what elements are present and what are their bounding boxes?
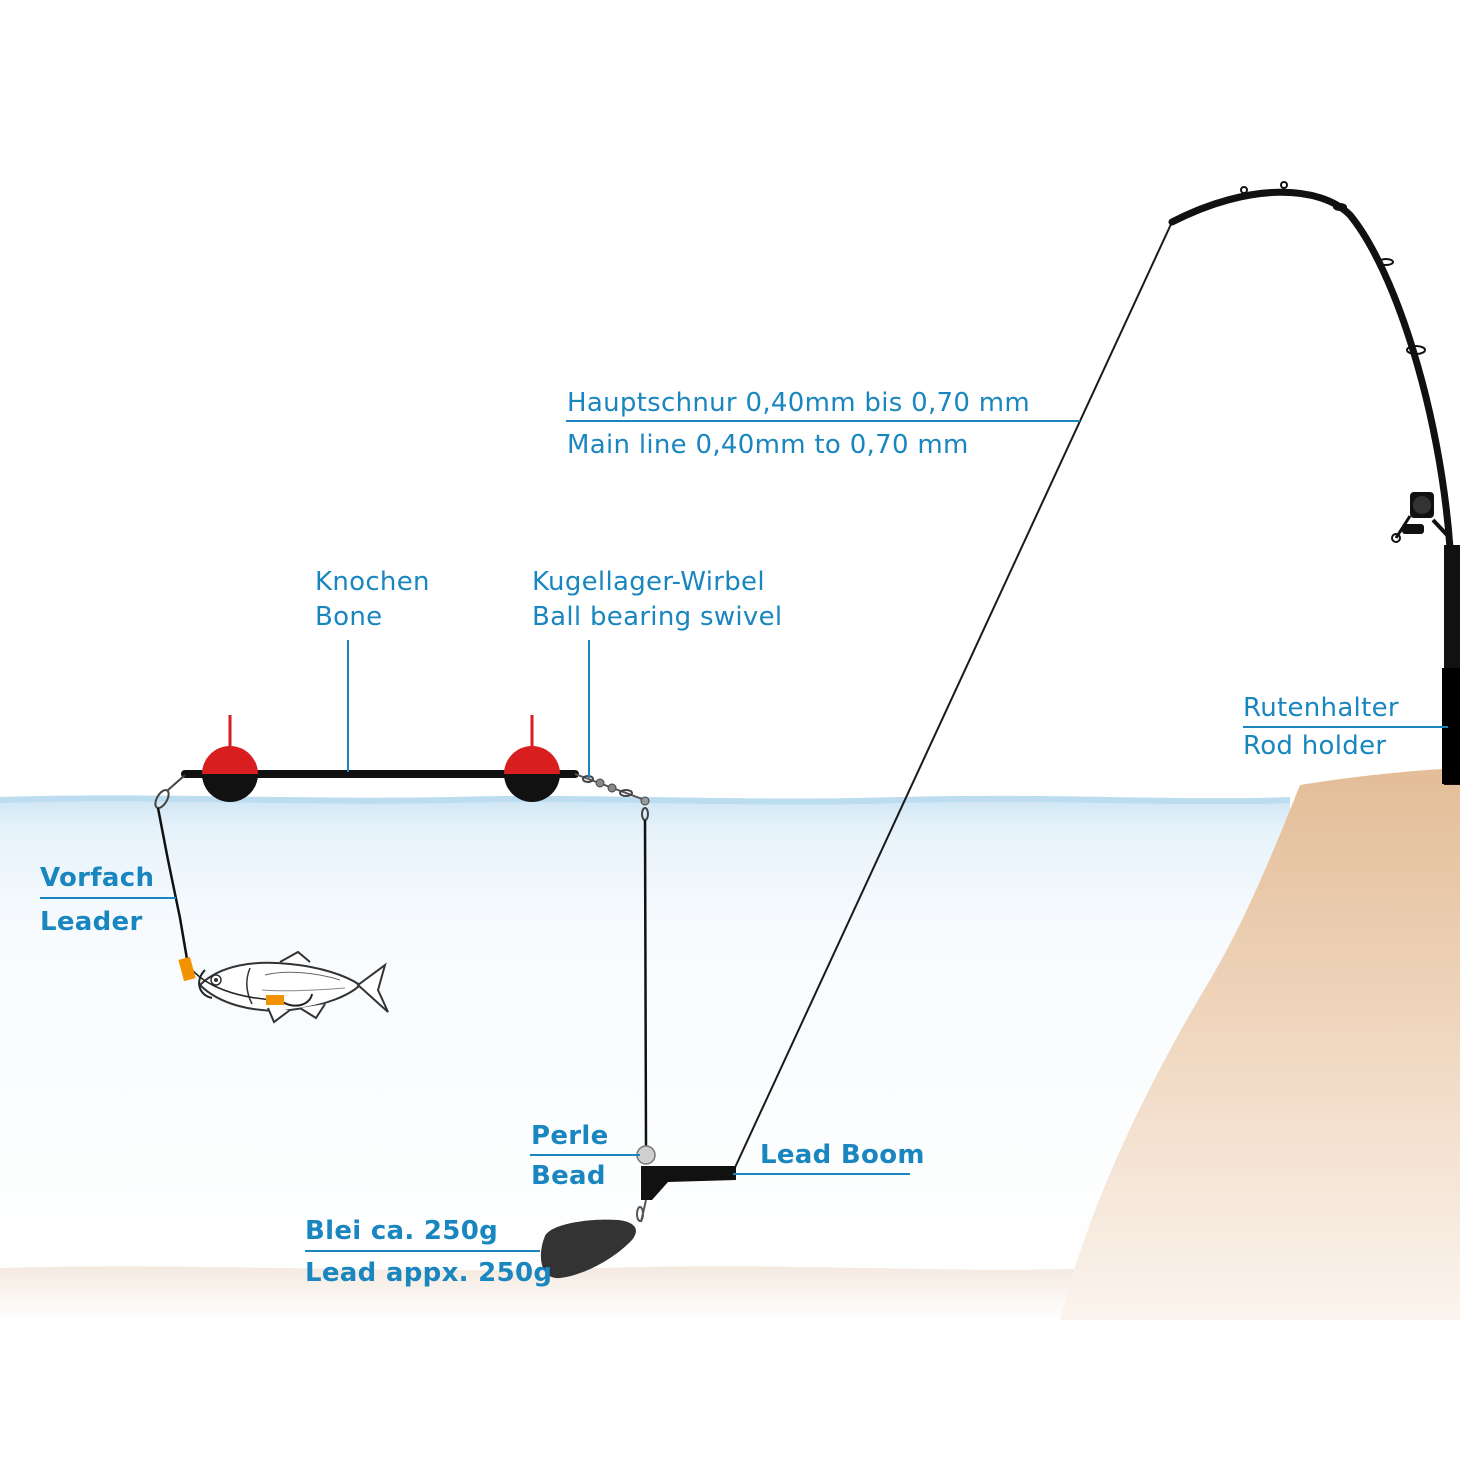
sea-bottom [0,1266,1100,1320]
bone-label-en: Bone [315,602,383,632]
main-line-label-de: Hauptschnur 0,40mm bis 0,70 mm [567,388,1031,418]
ball-bearing-swivel-icon [574,773,650,821]
swivel-line [643,819,648,1147]
rod-holder-label-de: Rutenhalter [1243,693,1399,723]
lead-label-en: Lead appx. 250g [305,1258,553,1288]
leader-label-de: Vorfach [40,863,155,893]
swivel-label-en: Ball bearing swivel [532,602,783,632]
fishing-rod-icon [1168,181,1460,785]
lead-label-de: Blei ca. 250g [305,1216,498,1246]
main-line [731,221,1173,1175]
baitfish-icon [178,950,389,1024]
callout-lines [40,420,1448,1252]
leader-line [156,807,190,966]
snap-icon [154,774,186,810]
sinker-snap-icon [636,1199,647,1223]
lead-boom-icon [641,1166,736,1200]
spinning-reel-icon [1391,492,1450,543]
round-float-icon [504,715,560,802]
round-float-icon [202,715,258,802]
lead-sinker-icon [540,1219,636,1279]
shore-bank [1060,768,1460,1320]
swivel-label-de: Kugellager-Wirbel [532,567,765,597]
leader-label-en: Leader [40,907,143,937]
lead-boom-label: Lead Boom [760,1140,925,1170]
bead-label-en: Bead [531,1161,606,1191]
main-line-label-en: Main line 0,40mm to 0,70 mm [567,430,969,460]
rod-holder-label-en: Rod holder [1243,731,1387,761]
bone-label-de: Knochen [315,567,430,597]
bead-label-de: Perle [531,1121,609,1151]
